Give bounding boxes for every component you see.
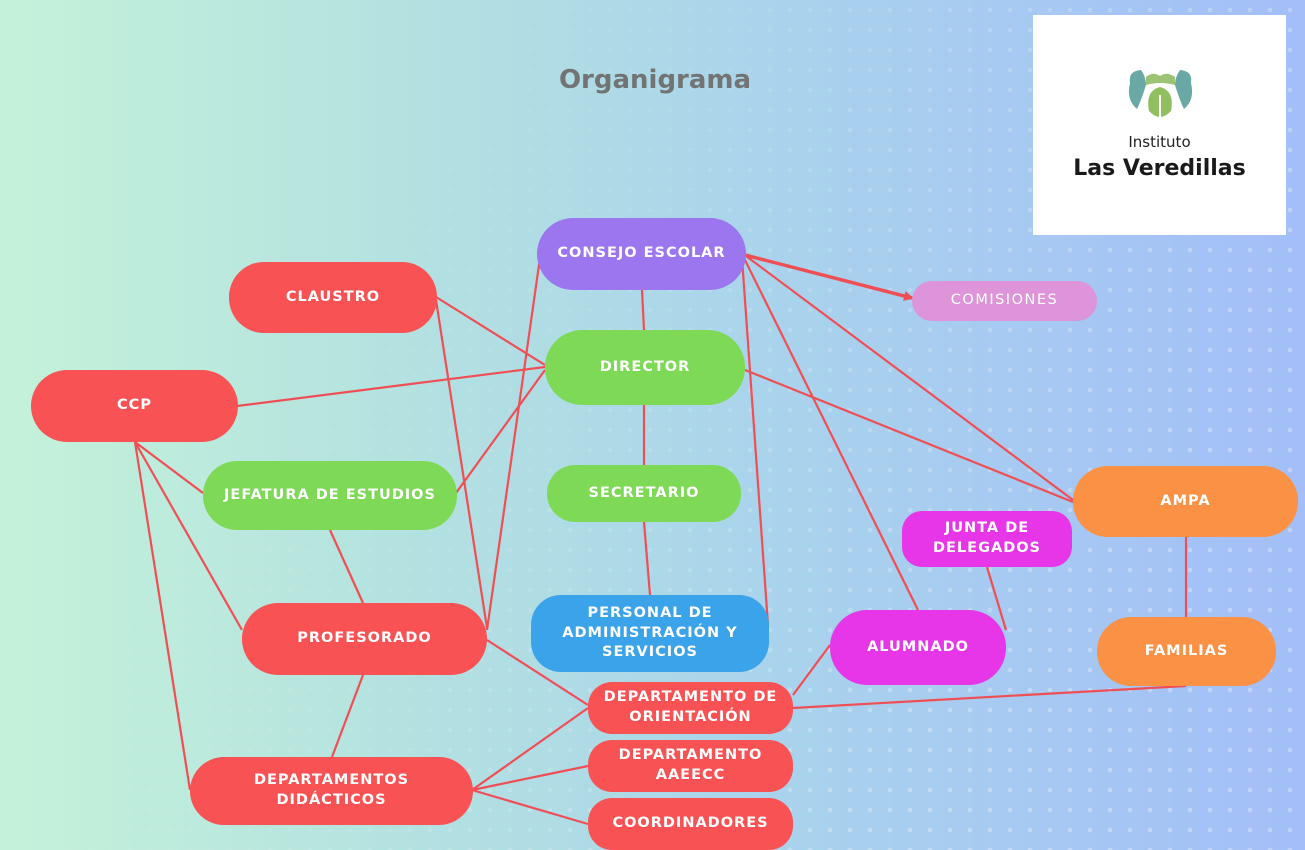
edge-consejo-alumnado [743, 257, 919, 611]
node-ampa: AMPA [1073, 466, 1298, 537]
edge-profesorado-departamentos [330, 674, 365, 758]
edge-junta-alumnado [985, 566, 1008, 631]
edge-jefatura-profesorado [328, 529, 365, 604]
edge-consejo-comisiones [744, 253, 914, 301]
node-departamentos-didacticos: DEPARTAMENTOS DIDÁCTICOS [190, 757, 473, 825]
edge-consejo-director [640, 289, 646, 331]
node-ccp: CCP [31, 370, 238, 442]
logo-subtitle: Instituto [1128, 133, 1191, 151]
leaf-emblem-icon [1128, 70, 1193, 119]
node-coordinadores: COORDINADORES [588, 798, 793, 850]
node-profesorado: PROFESORADO [242, 603, 487, 675]
edge-ccp-jefatura [134, 441, 204, 494]
edge-claustro-director [435, 296, 546, 366]
edge-profesorado-orientacion [486, 639, 589, 706]
edge-ccp-departamentos [133, 441, 192, 791]
edge-consejo-ampa [745, 255, 1074, 501]
page-title: Organigrama [558, 65, 752, 95]
node-alumnado: ALUMNADO [830, 610, 1006, 685]
edge-orientacion-familias [792, 684, 1187, 710]
node-junta-de-delegados: JUNTA DE DELEGADOS [902, 511, 1072, 567]
node-comisiones: COMISIONES [912, 281, 1097, 321]
node-secretario: SECRETARIO [547, 465, 741, 522]
edge-orientacion-alumnado [792, 644, 831, 696]
node-personal-administracion: PERSONAL DE ADMINISTRACIÓN Y SERVICIOS [531, 595, 769, 672]
edge-ccp-profesorado [134, 441, 243, 631]
edge-consejo-jefatura [485, 257, 542, 631]
node-familias: FAMILIAS [1097, 617, 1276, 686]
edge-consejo-personal [740, 257, 770, 626]
edge-claustro-profesorado [434, 299, 489, 629]
edge-director-ccp [236, 365, 546, 408]
edge-director-jefatura [455, 369, 546, 494]
node-consejo-escolar: CONSEJO ESCOLAR [537, 218, 746, 290]
node-departamento-de-orientacion: DEPARTAMENTO DE ORIENTACIÓN [588, 682, 793, 734]
node-departamento-aaeecc: DEPARTAMENTO AAEECC [588, 740, 793, 792]
edge-secretario-personal [642, 521, 652, 596]
node-claustro: CLAUSTRO [229, 262, 437, 333]
node-jefatura-de-estudios: JEFATURA DE ESTUDIOS [203, 461, 457, 530]
logo-name: Las Veredillas [1073, 156, 1246, 181]
edge-director-ampa [744, 368, 1074, 504]
edge-departamentos-orientacion [471, 707, 589, 791]
edge-departamentos-coordinadores [471, 788, 589, 826]
edge-departamentos-aaeecc [471, 764, 589, 792]
logo: Instituto Las Veredillas [1033, 15, 1286, 235]
node-director: DIRECTOR [545, 330, 745, 405]
